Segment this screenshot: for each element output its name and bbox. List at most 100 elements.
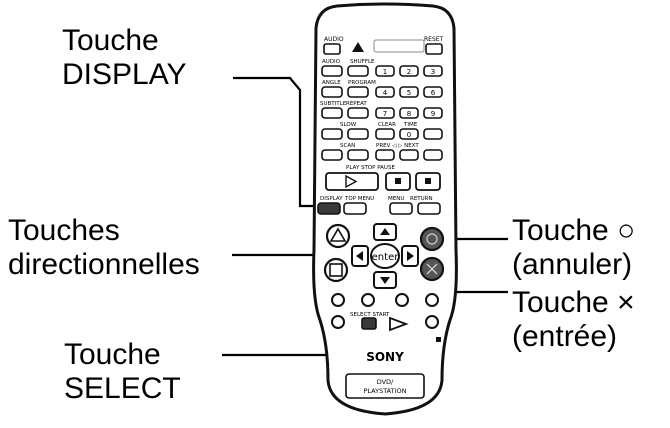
callout-circle: Touche ○ (annuler) [512, 214, 635, 282]
dvd-playstation-badge [345, 373, 425, 399]
enter-label: enter [372, 252, 400, 263]
select-start-label: SELECT START [350, 312, 390, 318]
digit-button-4[interactable] [375, 86, 395, 98]
digit-button-2[interactable] [399, 65, 419, 77]
step-button[interactable] [423, 149, 443, 161]
dpad-enter-button[interactable] [370, 243, 400, 269]
digit-button-3[interactable] [423, 65, 443, 77]
time-button[interactable] [423, 128, 443, 140]
callout-select: Touche SELECT [64, 338, 181, 406]
square-icon [329, 263, 343, 277]
audio-button-2[interactable] [321, 65, 343, 77]
scan-back-button[interactable] [321, 149, 343, 161]
stop-icon [395, 178, 401, 184]
callout-display-line1: Touche [62, 24, 159, 57]
digit-button-7[interactable] [375, 107, 395, 119]
callout-select-line2: SELECT [64, 372, 181, 405]
audio-label: AUDIO [324, 36, 344, 43]
digit-label-1: 1 [383, 68, 387, 76]
repeat-label: REPEAT [346, 101, 367, 107]
callout-cross: Touche × (entrée) [512, 286, 635, 354]
return-button[interactable] [417, 202, 441, 215]
arrow-left-icon [356, 251, 363, 261]
topmenu-label: TOP MENU [344, 196, 374, 202]
callout-directional: Touches directionnelles [8, 214, 200, 282]
select-button[interactable] [361, 317, 377, 330]
slow-label: SLOW [340, 122, 357, 128]
digit-label-6: 6 [431, 89, 436, 97]
digit-button-0[interactable] [399, 128, 419, 140]
subtitle-button[interactable] [321, 107, 343, 119]
scan-forward-button[interactable] [347, 149, 369, 161]
callout-select-line1: Touche [64, 338, 161, 371]
l2-button[interactable] [361, 293, 375, 307]
subtitle-label: SUBTITLE [320, 101, 347, 107]
program-label: PROGRAM [348, 80, 376, 86]
triangle-icon [329, 227, 347, 242]
arrow-right-icon [407, 251, 414, 261]
ir-indicator [436, 337, 441, 342]
start-button[interactable] [389, 316, 409, 332]
slow-back-button[interactable] [321, 128, 343, 140]
r2-button[interactable] [395, 293, 409, 307]
square-button[interactable] [323, 257, 349, 283]
time-label: TIME [403, 122, 418, 128]
audio2-label: AUDIO [322, 59, 341, 65]
sony-logo: SONY [366, 350, 404, 364]
callout-circle-line1: Touche ○ [512, 214, 636, 247]
digit-label-9: 9 [431, 110, 435, 118]
callout-directional-line1: Touches [8, 214, 120, 247]
display-label: DISPLAY [320, 196, 343, 202]
digit-button-8[interactable] [399, 107, 419, 119]
arrow-down-icon [380, 277, 390, 284]
digit-button-5[interactable] [399, 86, 419, 98]
reset-button[interactable] [425, 43, 443, 55]
callout-cross-line2: (entrée) [512, 320, 618, 353]
l1-button[interactable] [331, 293, 345, 307]
prev-button[interactable] [375, 149, 395, 161]
clear-button[interactable] [375, 128, 395, 140]
remote-body [312, 2, 458, 416]
arrow-up-icon [380, 228, 390, 235]
digit-label-3: 3 [431, 68, 435, 76]
digit-button-1[interactable] [375, 65, 395, 77]
callout-directional-line2: directionnelles [8, 248, 200, 281]
circle-button[interactable] [419, 226, 445, 252]
badge-line1: DVD/ [377, 378, 394, 386]
shuffle-button[interactable] [347, 65, 369, 77]
display-button[interactable] [317, 202, 341, 215]
digit-button-9[interactable] [423, 107, 443, 119]
callout-circle-line2: (annuler) [512, 248, 633, 281]
digit-label-5: 5 [407, 89, 411, 97]
next-button[interactable] [399, 149, 419, 161]
slow-forward-button[interactable] [347, 128, 369, 140]
digit-label-4: 4 [383, 89, 388, 97]
repeat-button[interactable] [347, 107, 369, 119]
angle-button[interactable] [321, 86, 343, 98]
circle-icon [426, 233, 438, 245]
angle-label: ANGLE [322, 80, 341, 86]
menu-label: MENU [388, 196, 404, 202]
digit-button-6[interactable] [423, 86, 443, 98]
r1-button[interactable] [425, 293, 439, 307]
digit-label-8: 8 [407, 110, 411, 118]
digit-label-0: 0 [407, 131, 411, 139]
topmenu-button[interactable] [343, 202, 367, 215]
program-button[interactable] [347, 86, 369, 98]
play-icon [345, 174, 358, 189]
audio-button[interactable] [323, 43, 341, 55]
callout-cross-line1: Touche × [512, 286, 635, 319]
disc-slot [373, 39, 425, 53]
digit-label-7: 7 [383, 110, 387, 118]
l3-button[interactable] [331, 315, 345, 329]
playstation-logo-icon [352, 42, 364, 52]
reset-label: RESET [424, 36, 444, 43]
r3-button[interactable] [425, 315, 439, 329]
play-button[interactable] [325, 172, 379, 191]
leader-line-display [233, 76, 318, 208]
callout-display: Touche DISPLAY [62, 24, 187, 92]
pause-icon [425, 178, 431, 184]
menu-button[interactable] [389, 202, 413, 215]
play-stop-pause-label: PLAY STOP PAUSE [346, 165, 395, 171]
